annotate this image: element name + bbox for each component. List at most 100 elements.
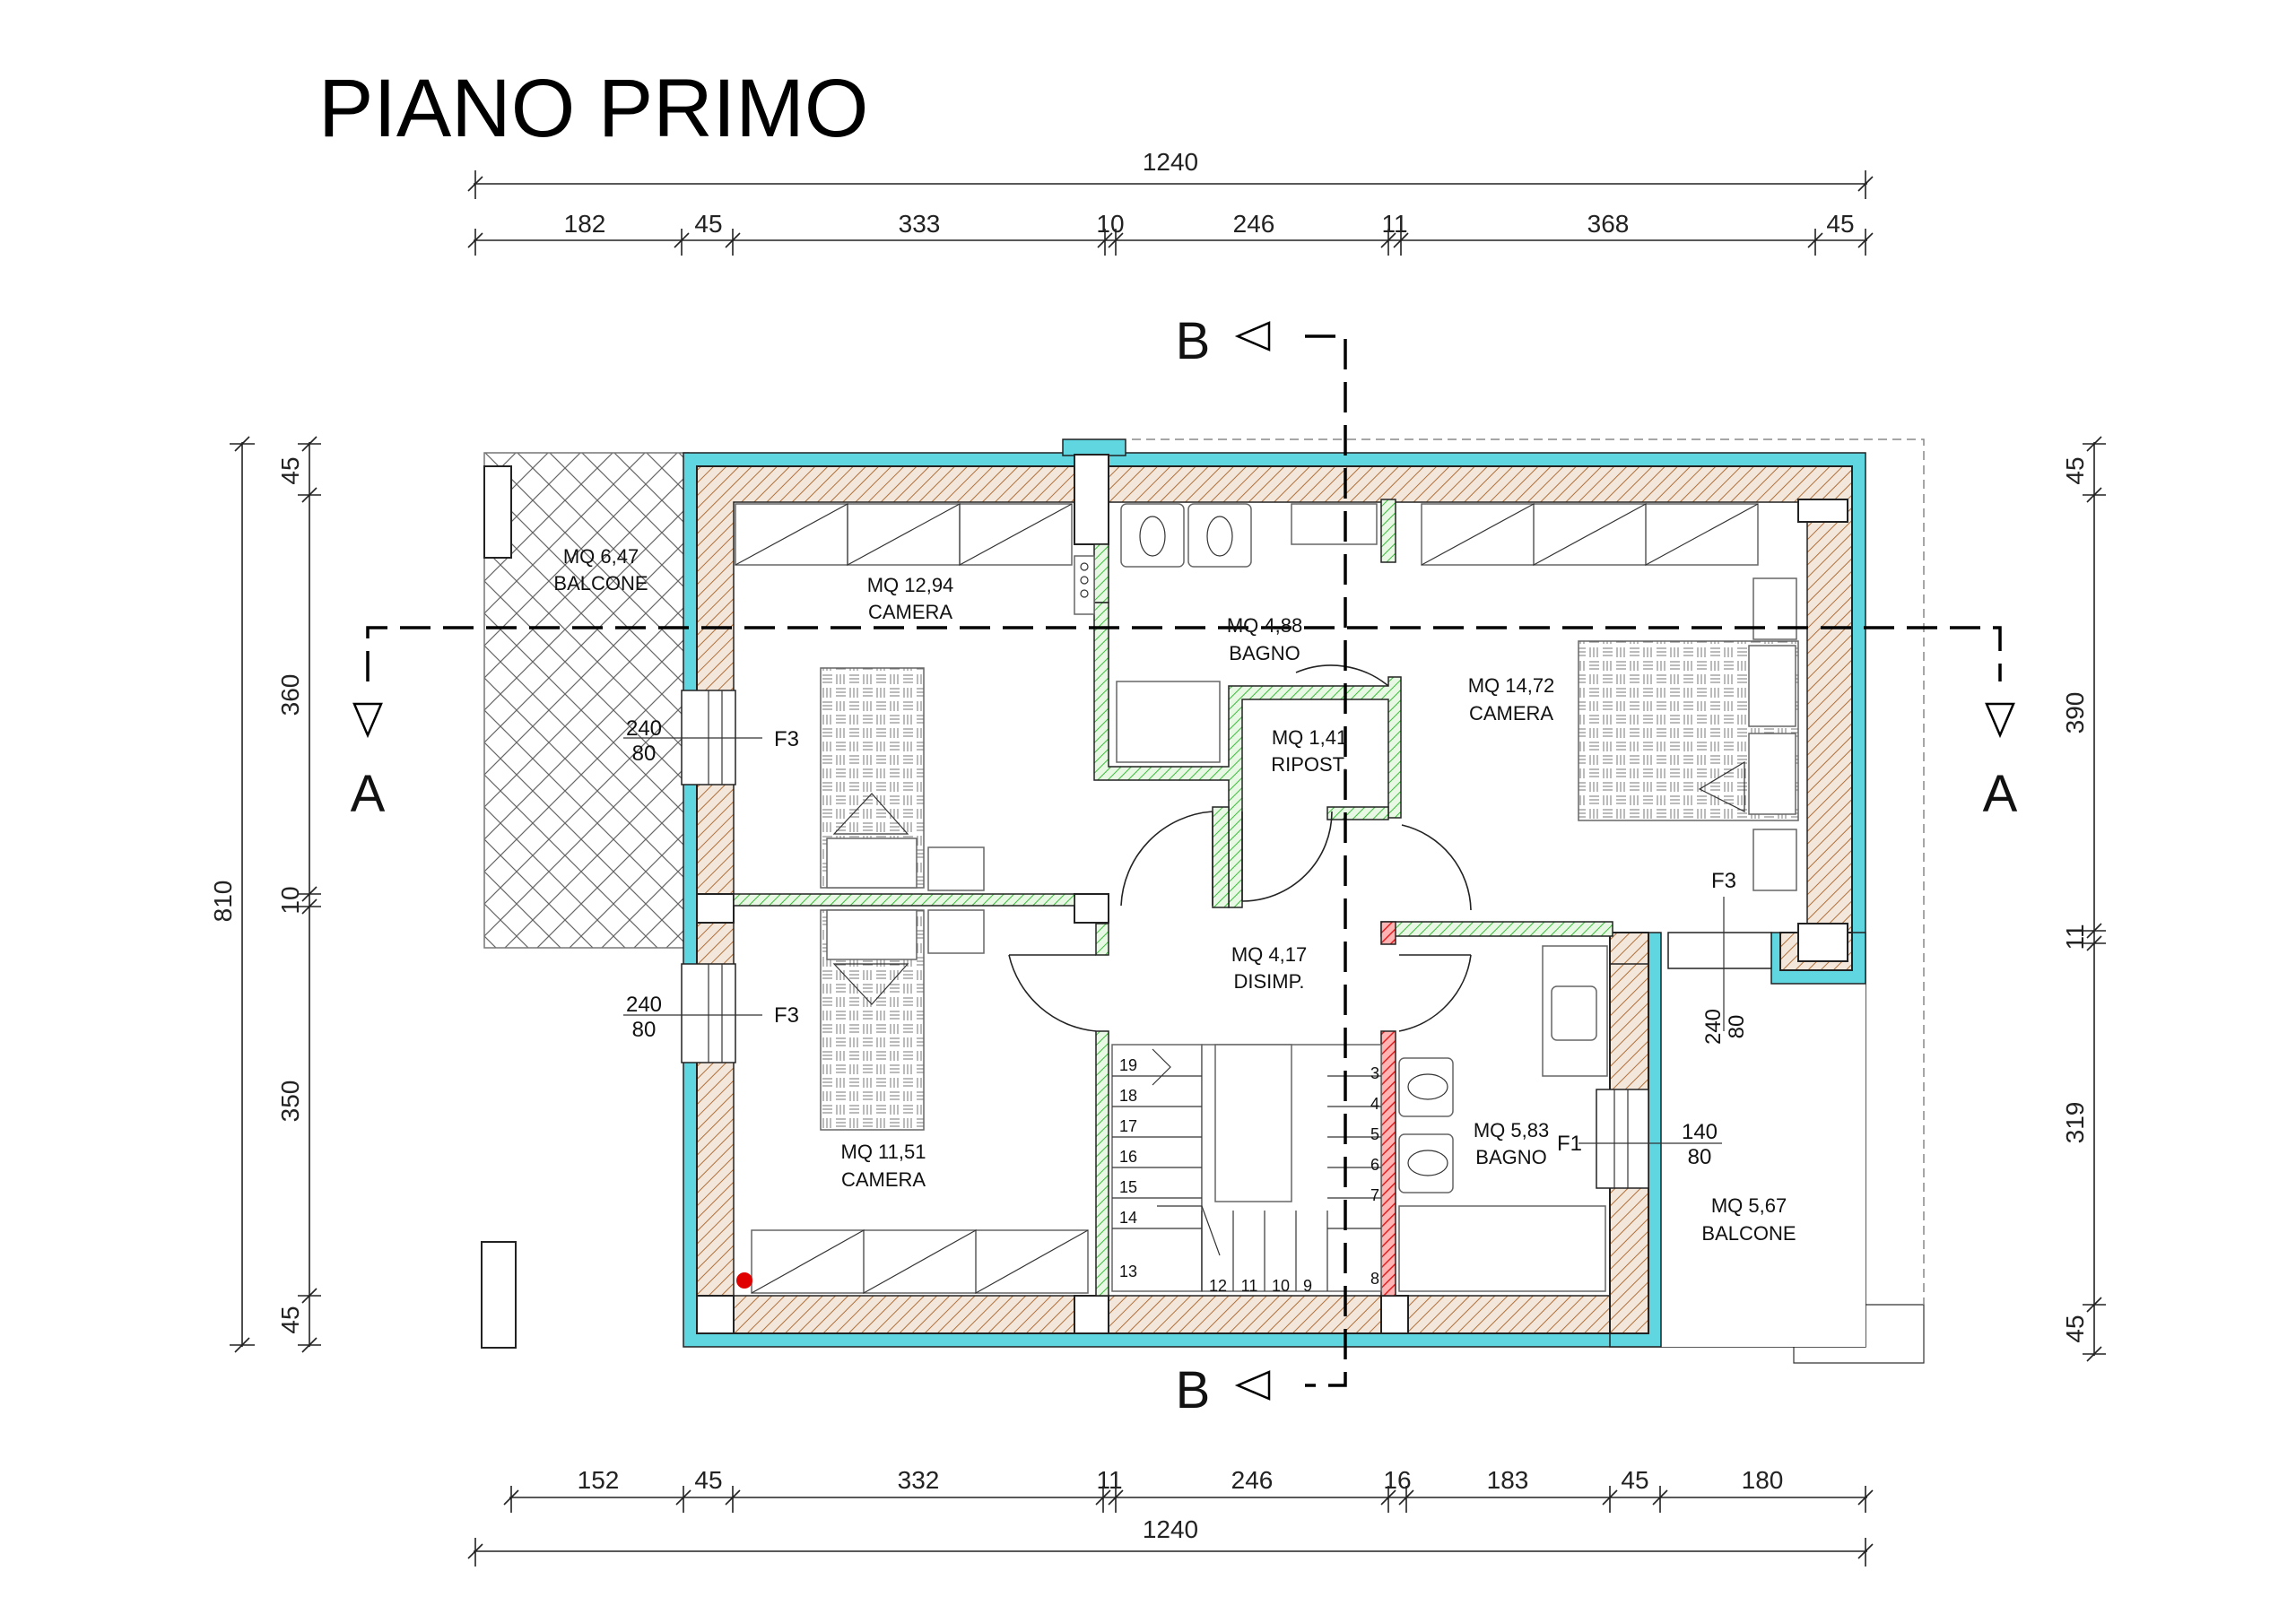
dim-bottom-seg: 180 [1742, 1466, 1784, 1494]
section-lines [352, 321, 2015, 1401]
dim-top-seg: 45 [694, 210, 722, 238]
stair-step: 13 [1119, 1263, 1137, 1280]
room-area: MQ 14,72 [1468, 674, 1555, 697]
dim-top-seg: 333 [899, 210, 941, 238]
window-width: 240 [626, 993, 662, 1017]
stair-step: 15 [1119, 1178, 1137, 1196]
dim-bottom-seg: 332 [898, 1466, 940, 1494]
left-dimensions: 810 45 360 10 350 45 [209, 436, 321, 1353]
dim-bottom-seg: 16 [1383, 1466, 1411, 1494]
window-width: 140 [1682, 1120, 1718, 1144]
stair-step: 16 [1119, 1148, 1137, 1166]
room-name: BALCONE [553, 572, 648, 595]
doors [1008, 664, 1472, 1032]
stair-step: 8 [1370, 1270, 1379, 1288]
dim-right-seg: 45 [2061, 456, 2089, 484]
page-title: PIANO PRIMO [318, 63, 868, 154]
dim-right-seg: 390 [2061, 692, 2089, 734]
stair-step: 7 [1370, 1186, 1379, 1204]
room-area: MQ 4,88 [1227, 614, 1302, 637]
section-label-a-left: A [351, 765, 386, 823]
window-type: F3 [774, 1003, 799, 1028]
dim-top-seg: 368 [1587, 210, 1630, 238]
section-label-a-right: A [1983, 765, 2018, 823]
stair-step: 3 [1370, 1064, 1379, 1082]
dim-bottom-seg: 246 [1231, 1466, 1274, 1494]
room-name: BAGNO [1475, 1146, 1546, 1168]
dim-bottom-seg: 45 [694, 1466, 722, 1494]
dim-bottom-seg: 45 [1621, 1466, 1648, 1494]
dim-left-overall: 810 [209, 881, 237, 923]
roof-outline [1132, 438, 1925, 1305]
dim-right-seg: 319 [2061, 1102, 2089, 1144]
dim-right-seg: 45 [2061, 1315, 2089, 1342]
marker-dot [736, 1272, 752, 1289]
stair-step: 19 [1119, 1056, 1137, 1074]
stair-step: 14 [1119, 1209, 1137, 1227]
window-type: F3 [774, 727, 799, 751]
dim-bottom-overall: 1240 [1143, 1515, 1198, 1543]
stair-step: 10 [1272, 1277, 1290, 1295]
stair-step: 9 [1303, 1277, 1312, 1295]
dim-right-seg: 11 [2061, 924, 2089, 950]
dim-left-seg: 350 [276, 1081, 304, 1123]
room-name: BAGNO [1229, 642, 1300, 664]
window-width: 240 [1701, 1009, 1726, 1045]
room-name: RIPOST. [1271, 753, 1348, 776]
dim-left-seg: 10 [276, 886, 304, 914]
dim-top-overall: 1240 [1143, 148, 1198, 176]
room-name: BALCONE [1701, 1222, 1796, 1245]
right-dimensions: 45 390 11 319 45 [2061, 436, 2106, 1362]
dim-top-seg: 45 [1826, 210, 1854, 238]
stair-step: 12 [1209, 1277, 1227, 1295]
stair-step: 11 [1241, 1277, 1258, 1295]
stair-numbers: 19 18 17 16 15 14 13 12 11 10 9 3 4 5 6 … [1119, 1056, 1379, 1295]
dim-left-seg: 360 [276, 674, 304, 716]
internal-partitions [733, 499, 1613, 1297]
room-area: MQ 1,41 [1272, 726, 1347, 749]
stair-step: 18 [1119, 1087, 1137, 1105]
dim-top-seg: 246 [1233, 210, 1275, 238]
dim-bottom-seg: 183 [1487, 1466, 1529, 1494]
dim-bottom-seg: 152 [578, 1466, 620, 1494]
dim-left-seg: 45 [276, 1306, 304, 1333]
window-height: 80 [632, 1018, 657, 1042]
section-label-b-top: B [1176, 312, 1211, 370]
window-height: 80 [1688, 1145, 1712, 1169]
dim-top-seg: 11 [1381, 210, 1407, 238]
furniture [735, 502, 1799, 1295]
room-area: MQ 6,47 [563, 545, 639, 568]
room-area: MQ 5,83 [1474, 1119, 1549, 1141]
window-width: 240 [626, 716, 662, 741]
window-labels: 240 80 F3 240 80 F3 F3 240 80 140 80 F1 [623, 716, 1749, 1169]
window-type: F1 [1557, 1132, 1582, 1156]
stair-step: 4 [1370, 1095, 1379, 1113]
room-name: CAMERA [841, 1168, 926, 1191]
section-label-b-bottom: B [1176, 1361, 1211, 1419]
stair-step: 5 [1370, 1125, 1379, 1143]
chimney [481, 1241, 517, 1349]
room-name: DISIMP. [1233, 970, 1304, 993]
top-dimensions: 1240 182 45 333 10 246 11 368 45 [467, 148, 1874, 256]
room-name: CAMERA [868, 601, 952, 623]
room-area: MQ 5,67 [1711, 1194, 1787, 1217]
dim-bottom-seg: 11 [1096, 1466, 1122, 1494]
room-area: MQ 4,17 [1231, 943, 1307, 966]
dim-top-seg: 10 [1096, 210, 1124, 238]
pillars [696, 454, 1848, 1334]
window-height: 80 [1725, 1015, 1749, 1039]
stair-step: 6 [1370, 1156, 1379, 1174]
balcony-left [483, 452, 690, 949]
external-walls [681, 438, 1866, 1348]
stair-step: 17 [1119, 1117, 1137, 1135]
room-name: CAMERA [1469, 702, 1553, 725]
room-area: MQ 11,51 [841, 1141, 926, 1163]
room-labels: MQ 6,47 BALCONE MQ 12,94 CAMERA MQ 4,88 … [553, 545, 1796, 1245]
dim-left-seg: 45 [276, 456, 304, 484]
dim-top-seg: 182 [564, 210, 606, 238]
window-type: F3 [1711, 869, 1736, 893]
window-height: 80 [632, 742, 657, 766]
bottom-dimensions: 152 45 332 11 246 16 183 45 180 1240 [467, 1466, 1874, 1567]
room-area: MQ 12,94 [867, 574, 954, 596]
